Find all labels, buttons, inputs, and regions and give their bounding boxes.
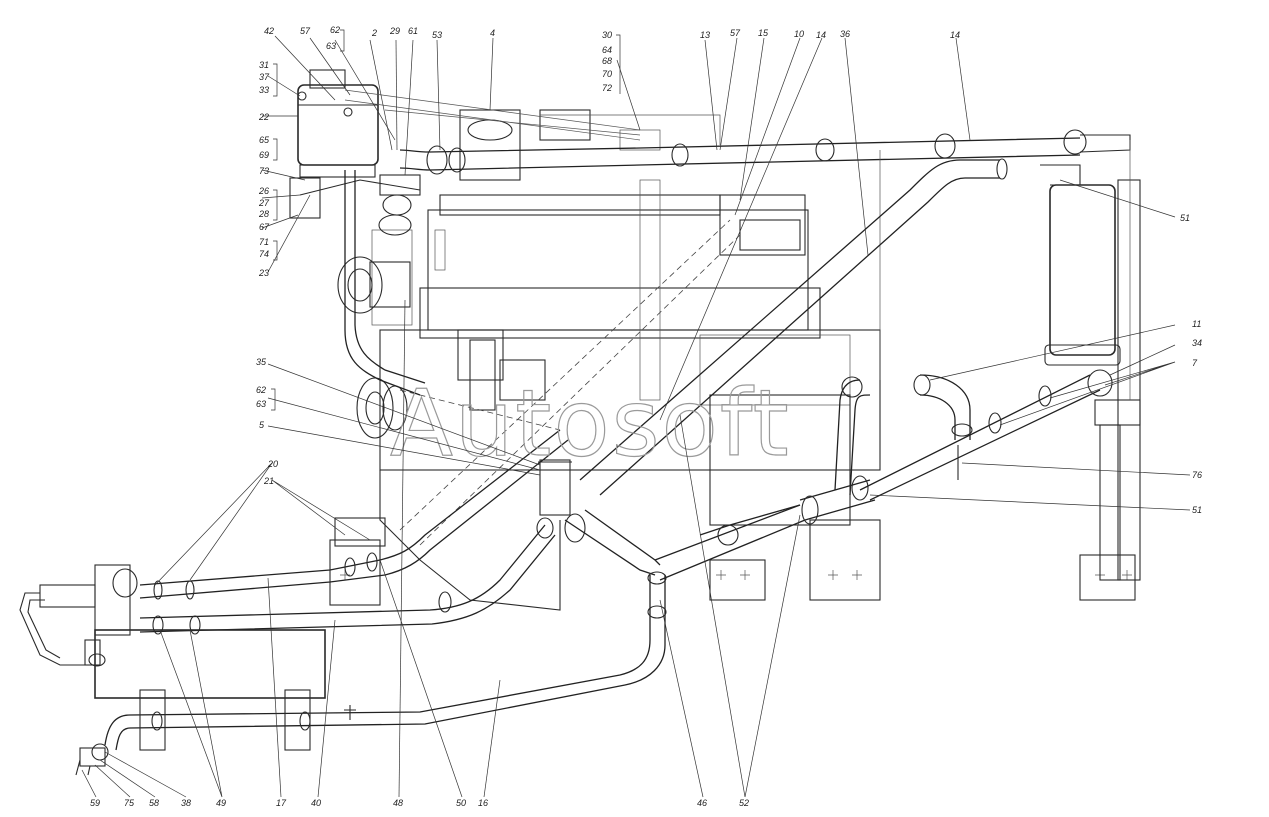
callout-64: 64 xyxy=(602,45,612,55)
callout-29: 29 xyxy=(389,26,400,36)
callout-labels-bottom: 59 75 58 38 49 17 40 48 50 16 46 52 xyxy=(90,798,749,808)
callout-36: 36 xyxy=(840,29,850,39)
callout-35: 35 xyxy=(256,357,267,367)
callout-labels-right: 51 11 34 7 76 51 xyxy=(1180,213,1202,515)
pulley-upper xyxy=(337,256,411,314)
callout-46: 46 xyxy=(697,798,707,808)
callout-labels-lower-left: 20 21 xyxy=(263,459,278,486)
callout-50: 50 xyxy=(456,798,466,808)
callout-58: 58 xyxy=(149,798,159,808)
upper-pipe xyxy=(344,89,1131,175)
callout-61: 61 xyxy=(408,26,418,36)
callout-labels-left: 31 37 33 22 65 69 73 26 27 28 67 71 74 2… xyxy=(258,60,270,278)
callout-labels-top: 42 57 62 63 2 29 61 53 4 30 64 68 70 72 … xyxy=(264,25,960,93)
callout-51-a: 51 xyxy=(1180,213,1190,223)
callout-5: 5 xyxy=(259,420,265,430)
callout-72: 72 xyxy=(602,83,612,93)
callout-10: 10 xyxy=(794,29,804,39)
callout-52: 52 xyxy=(739,798,749,808)
callout-14-b: 14 xyxy=(950,30,960,40)
callout-17: 17 xyxy=(276,798,287,808)
engine-block xyxy=(371,109,881,611)
callout-27: 27 xyxy=(258,198,270,208)
callout-labels-mid-left: 35 62 63 5 xyxy=(256,357,267,430)
callout-7: 7 xyxy=(1192,358,1198,368)
callout-37: 37 xyxy=(259,72,270,82)
callout-53: 53 xyxy=(432,30,442,40)
callout-20: 20 xyxy=(267,459,278,469)
hidden-lines xyxy=(399,219,741,546)
callout-62-b: 62 xyxy=(256,385,266,395)
callout-62-a: 62 xyxy=(330,25,340,35)
callout-57-b: 57 xyxy=(730,28,741,38)
callout-14-a: 14 xyxy=(816,30,826,40)
callout-15: 15 xyxy=(758,28,769,38)
callout-22: 22 xyxy=(258,112,269,122)
callout-34: 34 xyxy=(1192,338,1202,348)
callout-75: 75 xyxy=(124,798,135,808)
right-tank xyxy=(879,140,1141,581)
callout-65: 65 xyxy=(259,135,270,145)
callout-68: 68 xyxy=(602,56,612,66)
callout-57-a: 57 xyxy=(300,26,311,36)
callout-48: 48 xyxy=(393,798,403,808)
callout-70: 70 xyxy=(602,69,612,79)
callout-76: 76 xyxy=(1192,470,1202,480)
callout-71: 71 xyxy=(259,237,269,247)
callout-42: 42 xyxy=(264,26,274,36)
callout-31: 31 xyxy=(259,60,269,70)
callout-63-a: 63 xyxy=(326,41,336,51)
callout-16: 16 xyxy=(478,798,488,808)
callout-51-b: 51 xyxy=(1192,505,1202,515)
callout-40: 40 xyxy=(311,798,321,808)
callout-26: 26 xyxy=(258,186,269,196)
callout-11: 11 xyxy=(1192,319,1201,329)
callout-4: 4 xyxy=(490,28,495,38)
watermark: Autosoft xyxy=(390,370,791,477)
callout-30: 30 xyxy=(602,30,612,40)
callout-23: 23 xyxy=(258,268,269,278)
callout-73: 73 xyxy=(259,166,269,176)
callout-13: 13 xyxy=(700,30,710,40)
expansion-tank xyxy=(289,69,421,236)
callout-49: 49 xyxy=(216,798,226,808)
callout-67: 67 xyxy=(259,222,270,232)
callout-59: 59 xyxy=(90,798,100,808)
callout-33: 33 xyxy=(259,85,269,95)
callout-63-b: 63 xyxy=(256,399,266,409)
lower-pipes xyxy=(19,429,667,776)
callout-21: 21 xyxy=(263,476,274,486)
diagonal-pipe xyxy=(579,158,1008,496)
tank-return-pipe xyxy=(344,170,426,396)
callout-2: 2 xyxy=(371,28,377,38)
central-hub xyxy=(538,369,1113,581)
callout-74: 74 xyxy=(259,249,269,259)
group-brackets xyxy=(271,29,621,411)
callout-38: 38 xyxy=(181,798,191,808)
callout-28: 28 xyxy=(258,209,269,219)
callout-69: 69 xyxy=(259,150,269,160)
leader-lines xyxy=(81,35,1191,798)
